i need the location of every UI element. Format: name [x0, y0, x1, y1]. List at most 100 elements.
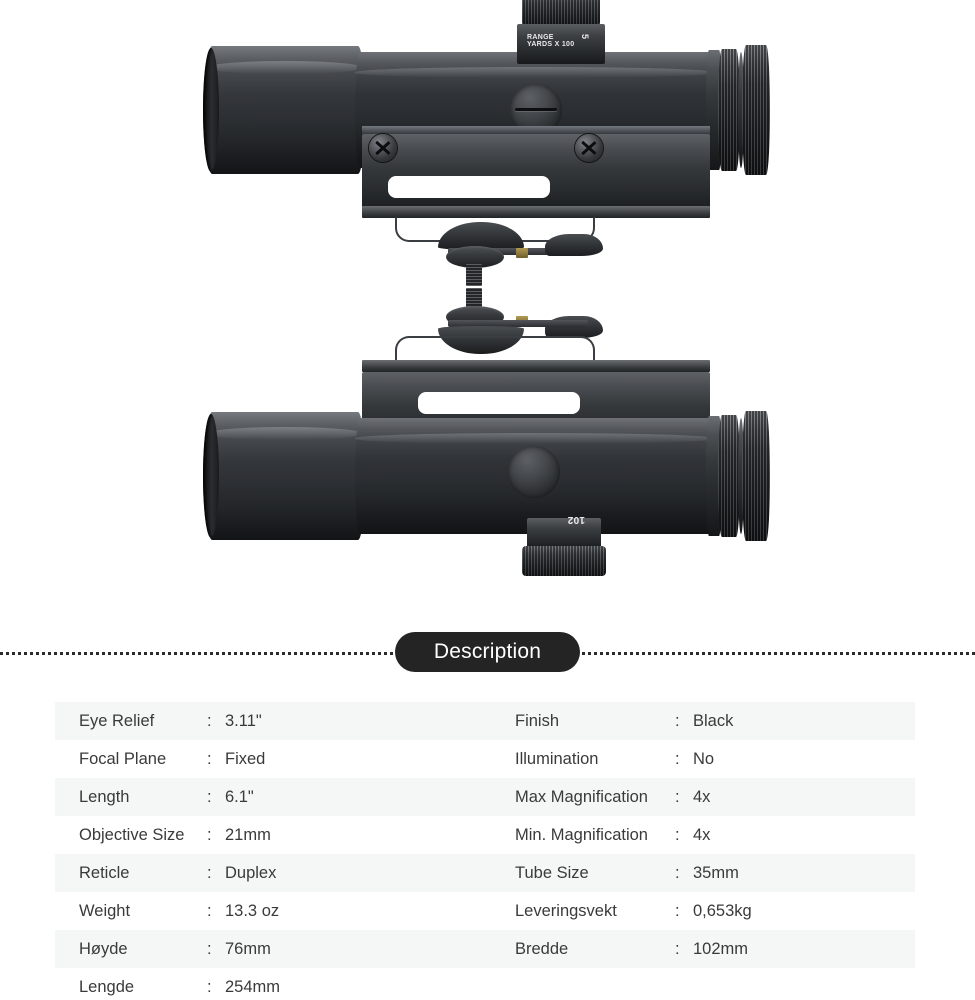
spec-cell-right: Min. Magnification : 4x [497, 816, 915, 854]
spec-label: Objective Size [79, 825, 185, 844]
upper-mount-screw-rear [575, 134, 603, 162]
table-row: Høyde : 76mm Bredde : 102mm [55, 930, 915, 968]
spec-separator: : [675, 711, 680, 730]
lower-qd-bolt [466, 288, 482, 310]
spec-value: 76mm [225, 939, 271, 958]
spec-label: Finish [515, 711, 560, 730]
lower-mount-rail [362, 360, 710, 372]
spec-value: Fixed [225, 749, 266, 768]
lower-mount-window [418, 392, 580, 414]
spec-label: Eye Relief [79, 711, 155, 730]
lower-qd-arm [448, 320, 588, 327]
spec-separator: : [675, 787, 680, 806]
lower-turret-mark: 102 [567, 514, 585, 525]
spec-cell-right: Tube Size : 35mm [497, 854, 915, 892]
spec-value: No [693, 749, 715, 768]
spec-label: Leveringsvekt [515, 901, 617, 920]
upper-qd-bolt [466, 264, 482, 286]
spec-cell-left: Length : 6.1" [55, 778, 497, 816]
table-row: Objective Size : 21mm Min. Magnification… [55, 816, 915, 854]
spec-separator: : [207, 977, 212, 996]
upper-mount-rail [362, 206, 710, 218]
upper-mount-window [388, 176, 550, 198]
spec-label: Tube Size [515, 863, 589, 882]
description-badge-label: Description [433, 640, 542, 663]
upper-qd-brass-detent [516, 248, 528, 258]
upper-mount-top-edge [362, 126, 710, 134]
spec-separator: : [207, 787, 212, 806]
lower-objective-rim [203, 414, 219, 538]
lower-eyepiece-knurl-inner [718, 415, 740, 537]
spec-value: 6.1" [225, 787, 254, 806]
turret-range-line2: YARDS X 100 [527, 41, 575, 49]
spec-cell-left: Weight : 13.3 oz [55, 892, 497, 930]
table-row: Length : 6.1" Max Magnification : 4x [55, 778, 915, 816]
spec-separator: : [207, 711, 212, 730]
lower-eyepiece-gap [738, 418, 744, 534]
section-divider: Description [0, 632, 975, 674]
spec-separator: : [675, 863, 680, 882]
spec-label: Min. Magnification [515, 825, 648, 844]
table-row: Weight : 13.3 oz Leveringsvekt : 0,653kg [55, 892, 915, 930]
spec-cell-left: Focal Plane : Fixed [55, 740, 497, 778]
spec-separator: : [675, 749, 680, 768]
spec-label: Bredde [515, 939, 569, 958]
upper-qd-nut [446, 246, 504, 268]
upper-eyepiece-gap [738, 52, 744, 168]
spec-value: 4x [693, 825, 711, 844]
upper-mount-screw-front [369, 134, 397, 162]
spec-label: Høyde [79, 939, 128, 958]
spec-value: 102mm [693, 939, 749, 958]
spec-value: 4x [693, 787, 711, 806]
spec-cell-left: Reticle : Duplex [55, 854, 497, 892]
lower-qd-wire [395, 336, 595, 362]
spec-value: 254mm [225, 977, 281, 996]
spec-cell-right: Finish : Black [497, 702, 915, 740]
description-badge: Description [395, 632, 580, 672]
spec-label: Weight [79, 901, 131, 920]
product-photo: RANGE YARDS X 100 5 [0, 0, 975, 620]
spec-cell-left: Høyde : 76mm [55, 930, 497, 968]
upper-objective-rim [203, 48, 219, 172]
spec-separator: : [207, 863, 212, 882]
spec-value: 3.11" [225, 711, 262, 730]
lower-turret-cap [522, 546, 606, 576]
spec-cell-left: Lengde : 254mm [55, 968, 497, 1000]
upper-objective-bell [205, 46, 365, 174]
spec-label: Lengde [79, 977, 135, 996]
lower-objective-bell [205, 412, 365, 540]
spec-label: Max Magnification [515, 787, 648, 806]
spec-separator: : [675, 939, 680, 958]
spec-separator: : [207, 749, 212, 768]
lower-turret-barrel [527, 518, 601, 550]
spec-label: Reticle [79, 863, 130, 882]
spec-cell-right: Bredde : 102mm [497, 930, 915, 968]
table-row: Reticle : Duplex Tube Size : 35mm [55, 854, 915, 892]
table-row: Lengde : 254mm [55, 968, 915, 1000]
spec-separator: : [675, 825, 680, 844]
spec-label: Focal Plane [79, 749, 167, 768]
spec-value: 35mm [693, 863, 739, 882]
upper-elevation-turret-cap [522, 0, 600, 28]
spec-cell-left: Objective Size : 21mm [55, 816, 497, 854]
table-row: Focal Plane : Fixed Illumination : No [55, 740, 915, 778]
upper-side-dial-slot [515, 108, 557, 111]
lower-eyepiece-knurl-outer [742, 411, 770, 541]
upper-eyepiece-knurl-inner [718, 49, 740, 171]
lower-side-dial [508, 446, 560, 498]
specification-table: Eye Relief : 3.11" Finish : Black Focal … [55, 702, 915, 1000]
spec-cell-right: Illumination : No [497, 740, 915, 778]
upper-elevation-turret-barrel [517, 24, 605, 64]
spec-value: 0,653kg [693, 901, 752, 920]
spec-value: Duplex [225, 863, 277, 882]
spec-separator: : [675, 901, 680, 920]
spec-label: Length [79, 787, 130, 806]
spec-separator: : [207, 825, 212, 844]
upper-mount-block [362, 134, 710, 216]
spec-value: Black [693, 711, 734, 730]
spec-cell-right [497, 968, 915, 1000]
spec-cell-right: Leveringsvekt : 0,653kg [497, 892, 915, 930]
spec-separator: : [207, 901, 212, 920]
turret-range-line1: RANGE [527, 34, 554, 41]
